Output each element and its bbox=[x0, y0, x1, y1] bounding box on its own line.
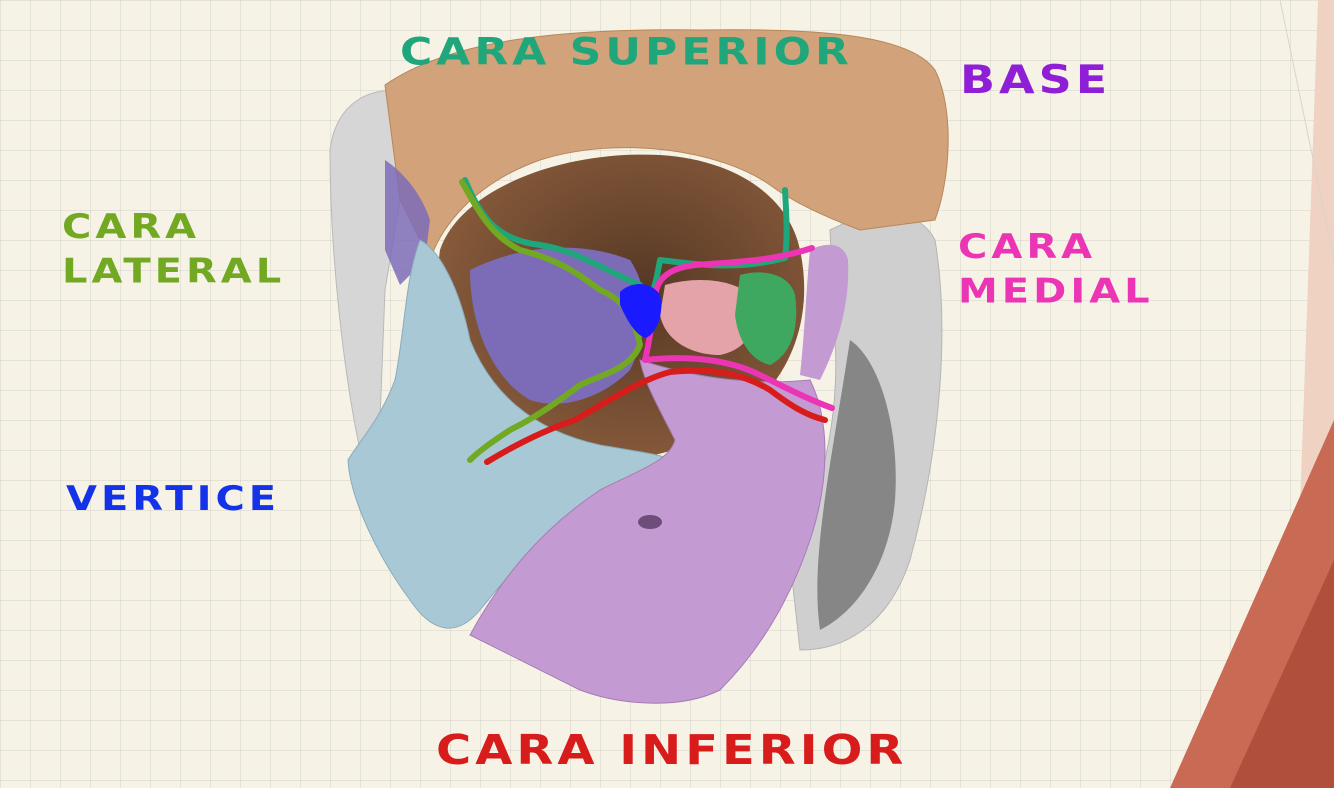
inferior-face-line bbox=[484, 367, 828, 465]
lacrimal-bone bbox=[660, 280, 756, 355]
lateral-face-line bbox=[459, 179, 643, 463]
label-base: BASE bbox=[960, 56, 1112, 103]
label-cara-medial: CARA MEDIAL bbox=[958, 225, 1154, 313]
label-vertice: VERTICE bbox=[66, 479, 281, 519]
ethmoid-bone bbox=[735, 272, 797, 365]
label-cara-lateral: CARA LATERAL bbox=[62, 205, 285, 293]
label-cara-superior: CARA SUPERIOR bbox=[400, 30, 853, 74]
vertice-marker bbox=[620, 284, 662, 338]
frontal-bone bbox=[384, 29, 949, 262]
label-cara-medial-line-2: MEDIAL bbox=[958, 271, 1154, 311]
label-cara-medial-line-1: CARA bbox=[958, 227, 1097, 267]
label-cara-lateral-line-1: CARA bbox=[62, 207, 201, 247]
sphenoid-greater-wing bbox=[470, 247, 645, 404]
label-cara-lateral-line-2: LATERAL bbox=[62, 251, 286, 291]
label-cara-inferior: CARA INFERIOR bbox=[436, 726, 908, 775]
